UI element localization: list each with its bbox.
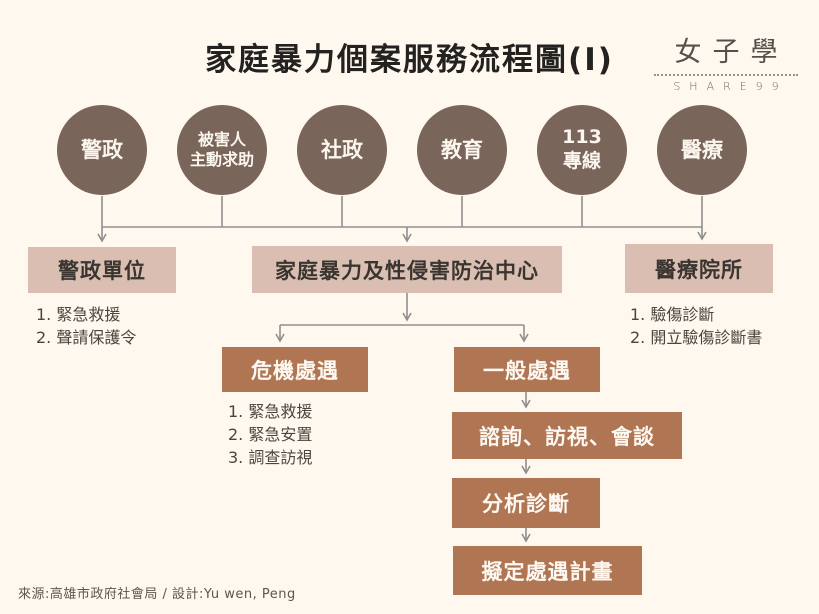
list-item: 2. 開立驗傷診斷書 — [630, 328, 763, 348]
page-title: 家庭暴力個案服務流程圖(I) — [205, 42, 614, 78]
logo-dotted-divider — [654, 74, 798, 76]
list-item: 2. 聲請保護令 — [36, 328, 137, 348]
crisis-task-list: 1. 緊急救援 2. 緊急安置 3. 調查訪視 — [228, 400, 312, 470]
brand-name: 女子學 — [674, 37, 789, 68]
list-item: 1. 驗傷診斷 — [630, 305, 715, 324]
medical-task-list: 1. 驗傷診斷 2. 開立驗傷診斷書 — [630, 303, 762, 349]
police-unit-task-list: 1. 緊急救援 2. 聲請保護令 — [36, 303, 136, 349]
list-item: 1. 緊急救援 — [36, 305, 121, 324]
node-treatment-plan: 擬定處遇計畫 — [453, 546, 642, 595]
brand-tagline: SHARE99 — [673, 80, 788, 93]
list-item: 1. 緊急救援 — [228, 402, 313, 421]
node-police-unit: 警政單位 — [28, 247, 176, 293]
node-analysis-diagnosis: 分析診斷 — [452, 478, 600, 528]
node-prevention-center: 家庭暴力及性侵害防治中心 — [252, 246, 562, 293]
node-general-treatment: 一般處遇 — [454, 347, 600, 392]
node-consult-visit-interview: 諮詢、訪視、會談 — [452, 412, 682, 459]
source-node-medical: 醫療 — [657, 105, 747, 195]
source-node-113-hotline: 113 專線 — [537, 105, 627, 195]
source-node-victim-self-help: 被害人 主動求助 — [177, 105, 267, 195]
node-crisis-treatment: 危機處遇 — [222, 347, 368, 392]
source-node-police: 警政 — [57, 105, 147, 195]
list-item: 3. 調查訪視 — [228, 448, 313, 468]
node-medical-institution: 醫療院所 — [625, 244, 773, 293]
brand-logo: 女子學 SHARE99 — [652, 30, 800, 93]
source-node-education: 教育 — [417, 105, 507, 195]
source-credit: 來源:高雄市政府社會局 / 設計:Yu wen, Peng — [18, 587, 296, 602]
list-item: 2. 緊急安置 — [228, 425, 313, 445]
source-node-social-affairs: 社政 — [297, 105, 387, 195]
